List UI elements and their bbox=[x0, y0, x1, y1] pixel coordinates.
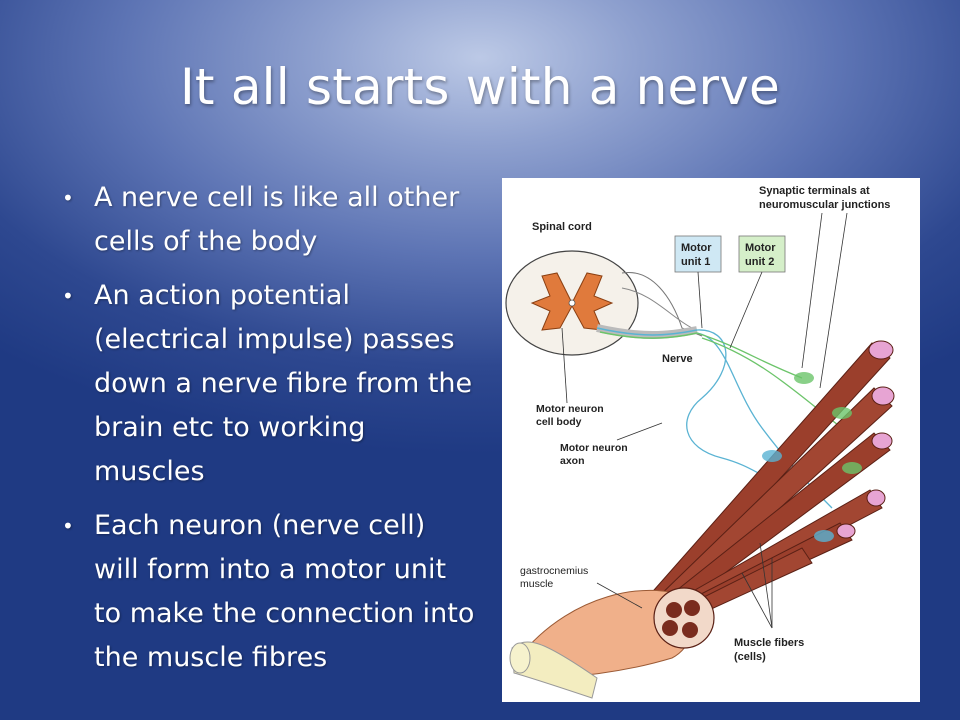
muscle-fibers-label-line1: Muscle fibers bbox=[734, 637, 804, 649]
axon-label-line2: axon bbox=[560, 455, 585, 467]
bullet-dot-icon: • bbox=[62, 284, 74, 308]
gastrocnemius-label-line1: gastrocnemius bbox=[520, 565, 588, 577]
bullet-dot-icon: • bbox=[62, 514, 74, 538]
bullet-item: • An action potential (electrical impulse… bbox=[56, 274, 476, 494]
muscle-fibers-label-line2: (cells) bbox=[734, 651, 766, 663]
motor-unit-illustration: Synaptic terminals at neuromuscular junc… bbox=[505, 185, 895, 699]
gastrocnemius-illustration bbox=[509, 587, 715, 699]
motor-unit-2-box bbox=[738, 235, 786, 273]
bullet-dot-icon: • bbox=[62, 186, 74, 210]
bullet-list: • A nerve cell is like all other cells of… bbox=[56, 176, 476, 690]
motor-unit-1-label-line1: Motor bbox=[681, 242, 712, 254]
bullet-item: • Each neuron (nerve cell) will form into… bbox=[56, 504, 476, 680]
nerve-label: Nerve bbox=[662, 353, 693, 365]
bullet-text: A nerve cell is like all other cells of … bbox=[94, 182, 460, 257]
bullet-item: • A nerve cell is like all other cells of… bbox=[56, 176, 476, 264]
motor-unit-1-box bbox=[674, 235, 722, 273]
motor-unit-2-label-line2: unit 2 bbox=[745, 256, 774, 268]
cell-body-label-line2: cell body bbox=[536, 416, 582, 428]
slide-title: It all starts with a nerve bbox=[179, 58, 781, 116]
spinal-cord-illustration bbox=[505, 250, 703, 356]
motor-unit-2-label-line1: Motor bbox=[745, 242, 776, 254]
cell-body-label-line1: Motor neuron bbox=[536, 403, 604, 415]
bullet-text: Each neuron (nerve cell) will form into … bbox=[94, 510, 475, 673]
bullet-text: An action potential (electrical impulse)… bbox=[94, 280, 473, 487]
synaptic-label-line2: neuromuscular junctions bbox=[759, 199, 890, 211]
axon-label-line1: Motor neuron bbox=[560, 442, 628, 454]
synaptic-label-line1: Synaptic terminals at bbox=[759, 185, 870, 197]
gastrocnemius-label-line2: muscle bbox=[520, 578, 553, 590]
motor-unit-diagram: Synaptic terminals at neuromuscular junc… bbox=[502, 178, 920, 702]
spinal-cord-label: Spinal cord bbox=[532, 221, 592, 233]
muscle-fibers-illustration bbox=[646, 340, 895, 627]
motor-unit-1-label-line2: unit 1 bbox=[681, 256, 710, 268]
